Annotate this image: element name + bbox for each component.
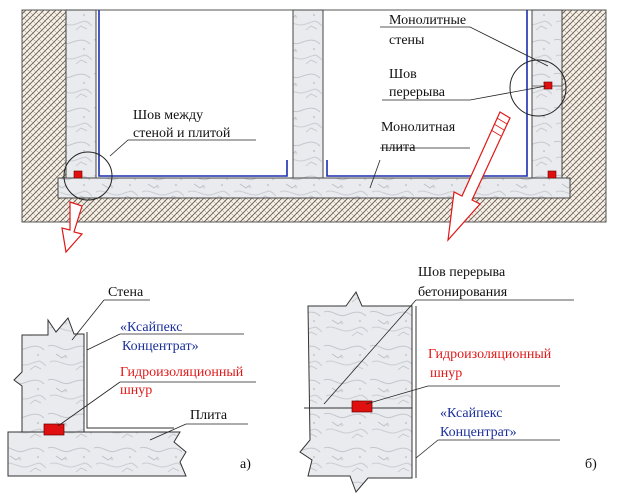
label-cord-a-2: шнур: [120, 383, 152, 398]
label-joint-b-1: Шов перерыва: [418, 265, 506, 280]
label-ksaipex-a-2: Концентрат»: [122, 339, 199, 354]
ksaipex-membrane-lines: [98, 10, 528, 177]
detail-b: Шов перерыва бетонирования Гидроизоляцио…: [299, 265, 597, 493]
caption-b: б): [585, 457, 597, 472]
cord-mark-left: [73, 170, 83, 179]
label-cord-b-1: Гидроизоляционный: [428, 347, 552, 362]
label-slab: Плита: [190, 408, 228, 423]
cord-mark-right-joint: [543, 81, 553, 90]
detail-a-membrane: [86, 332, 174, 429]
right-wall: [531, 9, 563, 179]
detail-circle-a: [63, 151, 113, 201]
detail-a-cord: [43, 423, 65, 436]
middle-wall: [292, 9, 324, 179]
detail-circle-b: [509, 59, 567, 117]
detail-a-wall: [13, 317, 85, 433]
label-cord-a-1: Гидроизоляционный: [120, 365, 244, 380]
label-ksaipex-a-1: «Ксайпекс: [120, 320, 182, 335]
caption-a: а): [240, 457, 251, 472]
label-wall-slab-joint-2: стеной и плитой: [133, 126, 231, 141]
detail-arrow-b: [447, 111, 511, 242]
cord-mark-right-bottom: [547, 170, 557, 179]
top-section-view: Монолитные стены Шов перерыва Шов между …: [21, 9, 607, 254]
detail-b-cord: [351, 400, 373, 413]
monolithic-slab: [57, 177, 571, 199]
label-monolithic-slab-2: плита: [381, 140, 416, 155]
label-monolithic-walls-1: Монолитные: [389, 13, 466, 28]
label-monolithic-slab-1: Монолитная: [381, 120, 456, 135]
label-ksaipex-b-1: «Ксайпекс: [440, 406, 502, 421]
top-leader-lines: [109, 26, 549, 189]
label-joint-b-2: бетонирования: [418, 285, 508, 300]
arrow-b-hatch: [490, 117, 508, 137]
detail-a-slab: [7, 431, 187, 477]
label-monolithic-walls-2: стены: [389, 33, 425, 48]
detail-b-leaders: [323, 299, 574, 459]
detail-arrow-a: [61, 201, 84, 254]
detail-a-leaders: [57, 299, 256, 441]
left-wall: [65, 9, 97, 179]
label-break-joint-1: Шов: [389, 67, 417, 82]
label-wall-slab-joint-1: Шов между: [133, 108, 203, 123]
label-wall: Стена: [108, 285, 144, 300]
detail-b-wall: [299, 290, 413, 493]
label-break-joint-2: перерыва: [389, 85, 446, 100]
detail-a: Стена «Ксайпекс Концентрат» Гидроизоляци…: [7, 285, 256, 477]
label-ksaipex-b-2: Концентрат»: [440, 425, 517, 440]
label-cord-b-2: шнур: [430, 366, 462, 381]
